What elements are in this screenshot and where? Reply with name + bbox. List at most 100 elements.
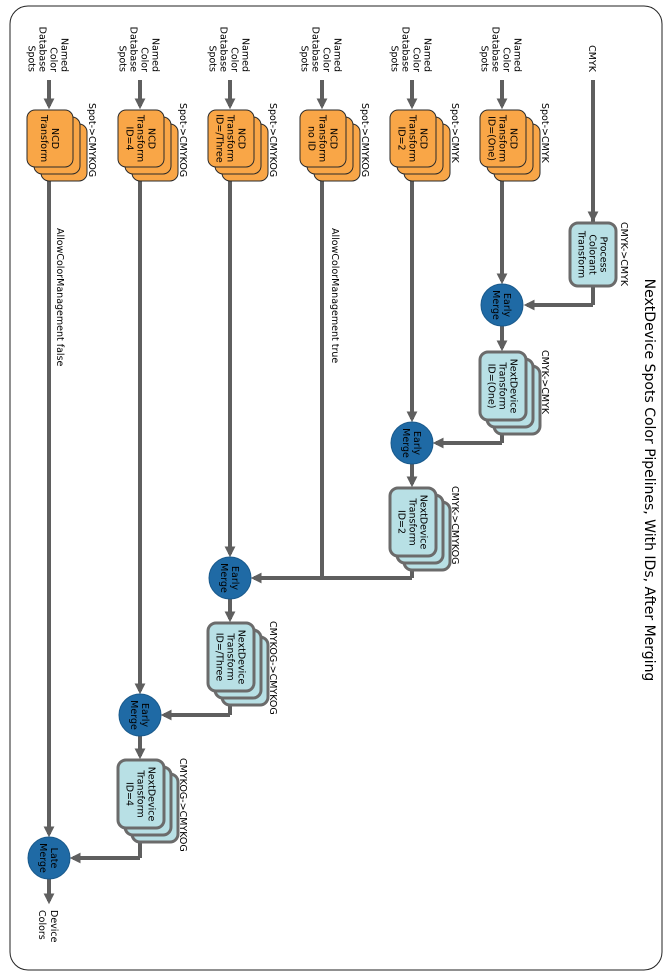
spot-input-label: Color (501, 47, 512, 72)
process-colorant-transform-label: Colorant (587, 234, 598, 275)
nextdevice-transform-box (388, 486, 438, 558)
ncd-transform-box (117, 109, 165, 168)
spot-input-label: Database (490, 27, 501, 72)
ncd-transform-label: ID=4 (124, 126, 135, 150)
ncd-transform-label: Transform (225, 114, 236, 162)
spot-input-label: Color (411, 47, 422, 72)
ncd-transform-label: Transform (317, 114, 328, 162)
spot-input-label: Spots (26, 45, 37, 72)
nextdevice-transform-label: NextDevice (418, 495, 429, 550)
ncd-transform-label: no ID (306, 126, 317, 151)
early-merge-node (390, 421, 434, 465)
early-merge-node (480, 283, 524, 327)
spot-input-label: Color (139, 47, 150, 72)
ncd-transform-label: Transform (38, 114, 49, 162)
allow-color-management-false-label: AllowColorManagement false (54, 228, 65, 367)
diagram-canvas: NextDevice Spots Color Pipelines, With I… (9, 5, 663, 971)
transform-type-label: Spot->CMYKOG (177, 103, 188, 177)
spot-input-label: Database (400, 27, 411, 72)
spot-input-label: Named (422, 38, 433, 72)
ncd-transform-label: NCD (49, 128, 60, 149)
spot-input-label: Spots (299, 45, 310, 72)
process-colorant-transform-label: Process (598, 236, 609, 272)
cmyk-input-label: CMYK (586, 45, 597, 73)
ncd-transform-box (299, 109, 347, 168)
transform-type-label: CMYKOG->CMYKOG (267, 621, 278, 715)
transform-type-label: Spot->CMYKOG (267, 103, 278, 177)
nextdevice-transform-label: Transform (225, 632, 236, 680)
nextdevice-transform-box (116, 758, 166, 830)
early-merge-node-label: Merge (400, 428, 411, 458)
spot-input-label: Named (150, 38, 161, 72)
spot-input-label: Database (310, 27, 321, 72)
spot-input-label: Database (37, 27, 48, 72)
spot-input-label: Named (240, 38, 251, 72)
ncd-transform-box (26, 109, 74, 168)
spot-input-label: Named (332, 38, 343, 72)
ncd-transform-label: NCD (508, 128, 519, 149)
spot-input-label: Color (321, 47, 332, 72)
ncd-transform-label: NCD (328, 128, 339, 149)
nextdevice-transform-label: NextDevice (146, 767, 157, 822)
early-merge-node (118, 693, 162, 737)
nextdevice-transform-label: ID=4 (124, 782, 135, 806)
ncd-transform-label: NCD (146, 128, 157, 149)
spot-input-label: Spots (117, 45, 128, 72)
spot-input-label: Spots (389, 45, 400, 72)
early-merge-node-label: Merge (490, 290, 501, 320)
ncd-transform-label: Transform (135, 114, 146, 162)
nextdevice-transform-label: Transform (497, 361, 508, 409)
late-merge-node-label: Merge (37, 843, 48, 873)
ncd-transform-label: ID=/Three (214, 114, 225, 163)
process-colorant-transform-box (568, 221, 618, 288)
ncd-transform-label: NCD (418, 128, 429, 149)
spot-input-label: Color (48, 47, 59, 72)
spot-input-label: Database (218, 27, 229, 72)
spot-input-label: Spots (479, 45, 490, 72)
nextdevice-transform-label: ID=/Three (214, 633, 225, 682)
spot-input-label: Spots (207, 45, 218, 72)
ncd-transform-label: ID=(One) (486, 116, 497, 161)
early-merge-node-label: Early (139, 703, 150, 727)
transform-type-label: CMYK->CMYKOG (449, 486, 460, 564)
ncd-transform-box (479, 109, 527, 168)
ncd-transform-box (389, 109, 437, 168)
nextdevice-transform-label: ID=2 (396, 510, 407, 534)
late-merge-node-label: Late (48, 848, 59, 869)
nextdevice-transform-label: NextDevice (508, 359, 519, 414)
early-merge-node-label: Early (411, 431, 422, 455)
early-merge-node-label: Merge (218, 563, 229, 593)
nextdevice-transform-box (478, 350, 528, 422)
ncd-transform-label: ID=2 (396, 126, 407, 150)
early-merge-node-label: Early (229, 566, 240, 590)
transform-type-label: CMYK->CMYK (618, 222, 629, 287)
transform-type-label: Spot->CMYKOG (359, 103, 370, 177)
nextdevice-transform-label: NextDevice (236, 630, 247, 685)
transform-type-label: Spot->CMYK (539, 103, 550, 164)
transform-type-label: Spot->CMYK (449, 103, 460, 164)
late-merge-node (27, 836, 71, 880)
ncd-transform-label: Transform (497, 114, 508, 162)
nextdevice-transform-label: ID=(One) (486, 364, 497, 409)
process-colorant-transform-label: Transform (576, 230, 587, 278)
spot-input-label: Named (512, 38, 523, 72)
nextdevice-transform-box (206, 621, 256, 693)
transform-type-label: Spot->CMYKOG (86, 103, 97, 177)
nextdevice-transform-label: Transform (407, 497, 418, 545)
allow-color-management-true-label: AllowColorManagement true (329, 228, 340, 363)
spot-input-label: Named (59, 38, 70, 72)
ncd-transform-box (207, 109, 255, 168)
spot-input-label: Color (229, 47, 240, 72)
early-merge-node-label: Early (501, 293, 512, 317)
ncd-transform-label: NCD (236, 128, 247, 149)
ncd-transform-label: Transform (407, 114, 418, 162)
transform-type-label: CMYKOG->CMYKOG (177, 758, 188, 852)
output-label: Device (48, 910, 59, 943)
output-label: Colors (36, 910, 47, 940)
early-merge-node (208, 556, 252, 600)
diagram-title: NextDevice Spots Color Pipelines, With I… (641, 279, 657, 682)
diagram-border (9, 5, 663, 971)
transform-type-label: CMYK->CMYK (539, 350, 550, 415)
spot-input-label: Database (128, 27, 139, 72)
